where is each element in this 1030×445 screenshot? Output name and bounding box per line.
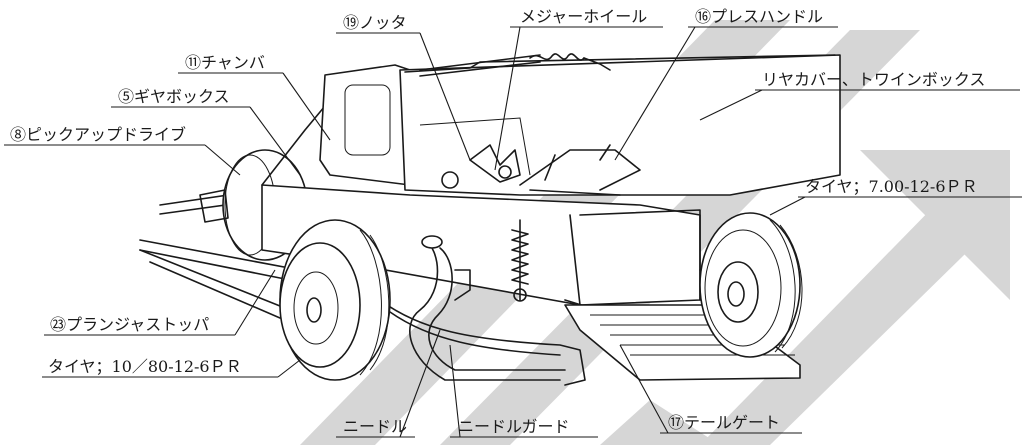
callout-rear-cover: リヤカバー、トワインボックス (699, 70, 1020, 121)
label-chamber: ⑪チャンバ (185, 53, 265, 72)
callout-tailgate: ⑰テールゲート (619, 344, 802, 434)
label-rear-cover: リヤカバー、トワインボックス (762, 70, 985, 89)
label-tire-left: タイヤ；10／80-12-6ＰＲ (48, 357, 242, 376)
callout-chamber: ⑪チャンバ (178, 53, 331, 141)
callout-needle: ニードル (336, 329, 441, 438)
callout-tire-left: タイヤ；10／80-12-6ＰＲ (42, 357, 301, 378)
baler-machine (139, 53, 841, 386)
label-nozzle: ⑲ノッタ (343, 13, 407, 32)
callout-gearbox: ⑤ギヤボックス (111, 87, 301, 176)
callout-plunger-stopper: ㉓プランジャストッパ (44, 269, 276, 336)
label-measure-wheel: メジャーホイール (520, 7, 647, 26)
callout-tire-right: タイヤ；7.00-12-6ＰＲ (769, 177, 1022, 216)
label-needle: ニードル (343, 417, 407, 436)
label-tire-right: タイヤ；7.00-12-6ＰＲ (805, 177, 978, 196)
label-gearbox: ⑤ギヤボックス (118, 87, 230, 106)
callout-press-handle: ⑯プレスハンドル (614, 7, 838, 161)
label-plunger-stopper: ㉓プランジャストッパ (50, 315, 209, 334)
callout-nozzle: ⑲ノッタ (336, 13, 471, 161)
label-needle-guard: ニードルガード (458, 417, 570, 436)
label-press-handle: ⑯プレスハンドル (695, 7, 823, 26)
label-pickup-drive: ⑧ピックアップドライブ (10, 125, 186, 144)
callout-needle-guard: ニードルガード (449, 344, 598, 438)
label-tailgate: ⑰テールゲート (668, 413, 780, 432)
callout-measure-wheel: メジャーホイール (494, 7, 663, 171)
callout-pickup-drive: ⑧ピックアップドライブ (4, 125, 241, 176)
